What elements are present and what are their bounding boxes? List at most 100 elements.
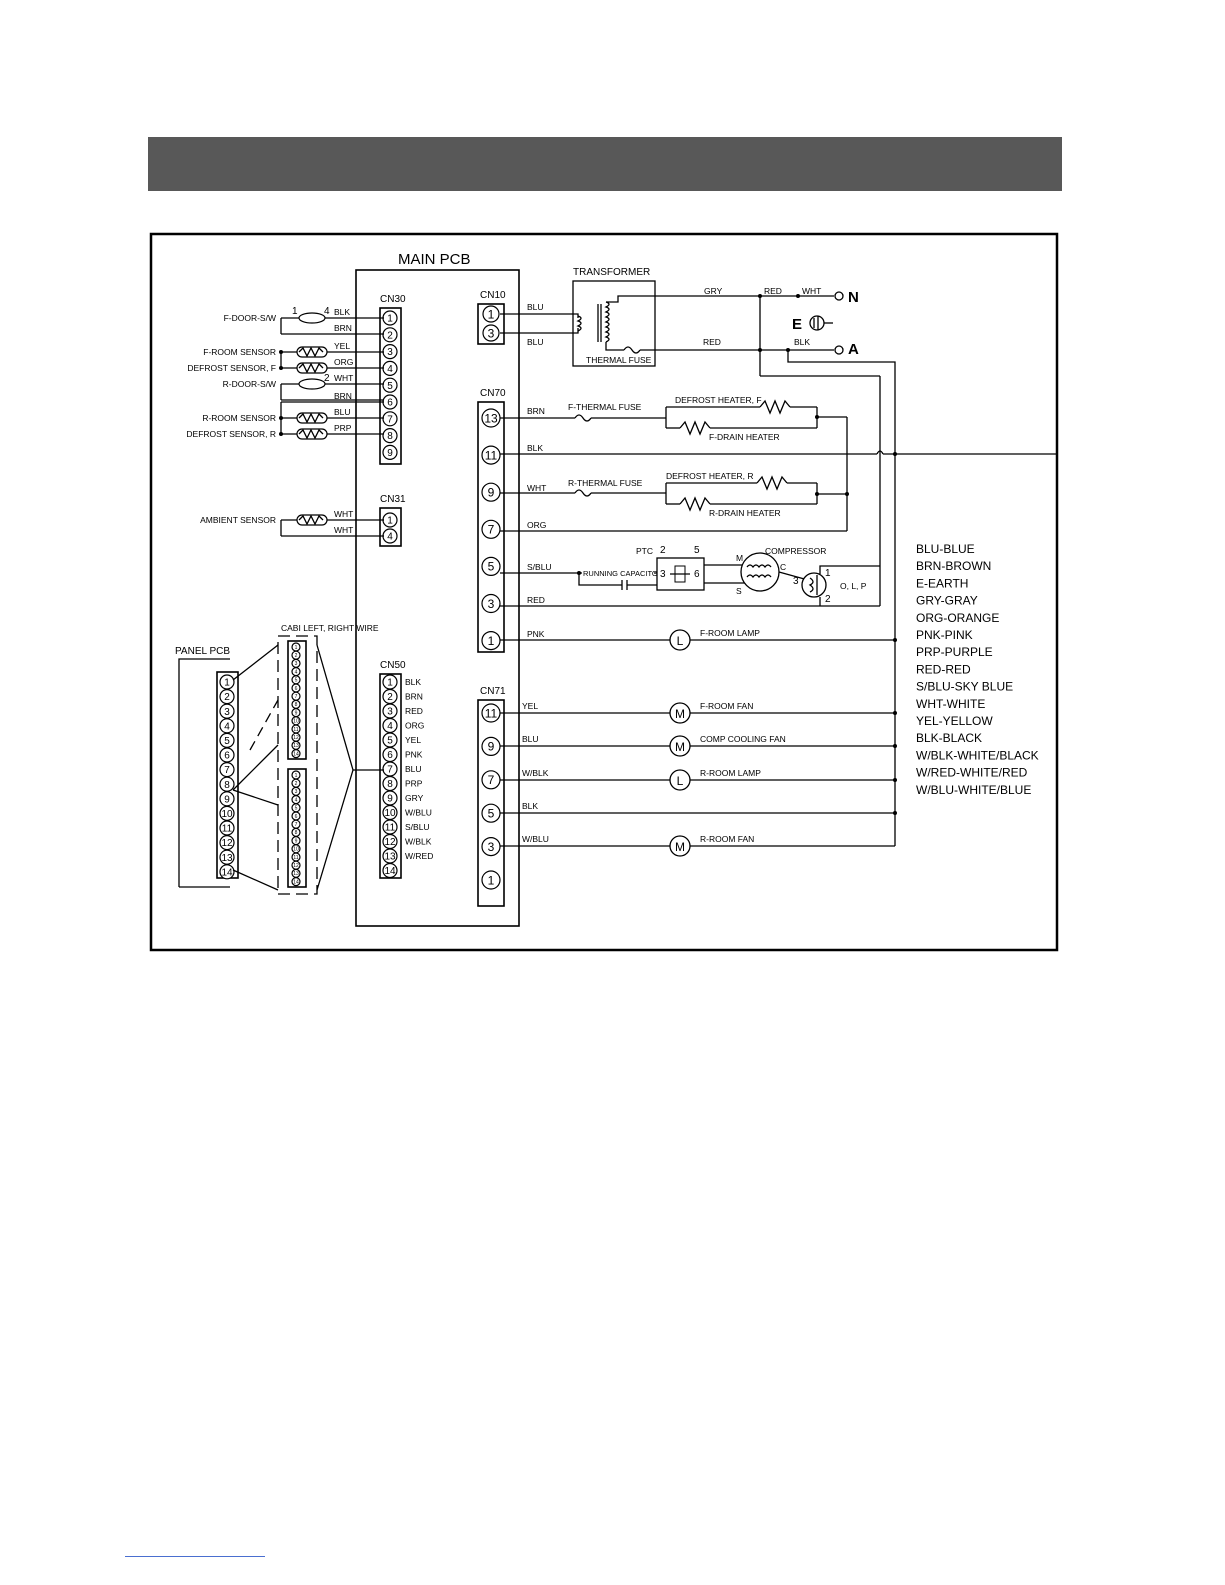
cn70-circuits: [500, 399, 1057, 642]
cabi-top-pin-number: 4: [295, 669, 298, 675]
panel-pin-number: 10: [221, 809, 233, 820]
compressor-c: C: [780, 562, 786, 572]
cn30-pin-number: 7: [387, 414, 393, 425]
cn30-pin-number: 1: [387, 314, 393, 325]
cabi-top-pin-number: 5: [295, 678, 298, 684]
f-door-pin-1: 1: [292, 306, 298, 317]
cn30-components: [279, 312, 328, 440]
comp-cooling-fan-symbol: M: [675, 740, 685, 754]
cn50-pin-number: 2: [387, 692, 393, 703]
panel-pin-number: 6: [224, 751, 230, 762]
legend-item: W/RED-WHITE/RED: [916, 766, 1028, 780]
cn70-pin-number: 7: [488, 523, 495, 537]
f-door-pin-4: 4: [324, 306, 330, 317]
panel-pin-circle: [219, 864, 235, 880]
panel-pin-number: 14: [221, 867, 233, 878]
cn71-wire-label: W/BLK: [522, 768, 549, 778]
ptc-pin-3: 3: [660, 569, 666, 580]
f-room-fan-icon: M: [669, 702, 691, 724]
r-drain-heater-label: R-DRAIN HEATER: [709, 508, 781, 518]
f-room-fan-label: F-ROOM FAN: [700, 701, 753, 711]
cn71-wire-label: BLU: [522, 734, 539, 744]
cabi-top-pin-number: 6: [295, 686, 298, 692]
cn50-wire-label: W/RED: [405, 851, 433, 861]
cn71-circuits: [500, 711, 897, 847]
compressor-label: COMPRESSOR: [765, 546, 826, 556]
terminal-e: E: [792, 316, 802, 333]
cabi-bottom-pin-number: 10: [293, 847, 299, 853]
defrost-heater-f-label: DEFROST HEATER, F: [675, 395, 762, 405]
r-room-sensor-icon: [296, 412, 328, 424]
cn50-pin-number: 10: [384, 808, 396, 819]
r-room-lamp-symbol: L: [677, 774, 684, 788]
defrost-heater-r-label: DEFROST HEATER, R: [666, 471, 754, 481]
cn30-wire-labels: BLK BRN YEL ORG WHT BRN BLU PRP: [334, 307, 353, 433]
cabi-bottom-pin-number: 8: [295, 830, 298, 836]
cabi-bottom-pin-number: 6: [295, 814, 298, 820]
cn50-wire-label: BRN: [405, 692, 423, 702]
f-room-sensor-icon: [296, 346, 328, 358]
compressor-icon: [740, 552, 780, 592]
panel-pin-number: 4: [224, 721, 230, 732]
cabi-bottom-pin-number: 12: [293, 863, 299, 869]
cn31-label: CN31: [380, 494, 406, 505]
cabi-top-pin-number: 13: [293, 743, 299, 749]
cn50-pin-number: 13: [384, 852, 396, 863]
cn71-pin-number: 5: [488, 807, 495, 821]
cn70-wire-label: PNK: [527, 629, 545, 639]
cn50-pin-number: 4: [387, 721, 393, 732]
svg-text:BRN: BRN: [334, 391, 352, 401]
cn71-pin-number: 1: [488, 873, 495, 887]
cn31-pin-group: 14: [382, 512, 398, 544]
cn31-pin-number: 4: [387, 532, 393, 543]
svg-text:BRN: BRN: [334, 323, 352, 333]
cn30-pin-number: 2: [387, 330, 393, 341]
olp-pin-2: 2: [825, 594, 831, 605]
f-room-lamp-label: F-ROOM LAMP: [700, 628, 760, 638]
cabi-bottom-pin-circle: [291, 876, 301, 887]
cabi-wire-box: [277, 635, 318, 895]
cn70-pin-number: 11: [485, 448, 498, 462]
cabi-bottom-pin-number: 11: [293, 855, 298, 861]
r-door-pin-2: 2: [324, 373, 330, 384]
r-room-sensor-label: R-ROOM SENSOR: [202, 413, 276, 423]
svg-text:BLK: BLK: [334, 307, 350, 317]
legend-item: WHT-WHITE: [916, 697, 985, 711]
cn50-pin-number: 6: [387, 750, 393, 761]
wire-wht: WHT: [802, 286, 821, 296]
cn71-pin-number: 3: [488, 840, 495, 854]
cn50-wire-label: RED: [405, 706, 423, 716]
cn71-label: CN71: [480, 686, 506, 697]
cn10-label: CN10: [480, 290, 506, 301]
legend-item: S/BLU-SKY BLUE: [916, 680, 1013, 694]
cn71-pin-number: 7: [488, 773, 495, 787]
cn30-pin-number: 8: [387, 431, 393, 442]
f-drain-heater-label: F-DRAIN HEATER: [709, 432, 780, 442]
transformer-icon: [576, 295, 760, 354]
svg-text:ORG: ORG: [334, 357, 353, 367]
cn71-pin-circle: [481, 870, 501, 890]
cn70-wire-label: BRN: [527, 406, 545, 416]
cn70-wire-label: ORG: [527, 520, 546, 530]
legend-item: W/BLK-WHITE/BLACK: [916, 748, 1039, 762]
r-room-lamp-icon: L: [669, 769, 691, 791]
panel-pin-number: 11: [222, 824, 233, 835]
f-door-switch-label: F-DOOR-S/W: [224, 313, 276, 323]
panel-pin-circle: [219, 761, 235, 778]
cn70-wire-label: S/BLU: [527, 562, 552, 572]
ptc-label: PTC: [636, 546, 653, 556]
main-pcb-box: [355, 269, 520, 927]
cn30-label: CN30: [380, 294, 406, 305]
comp-cooling-fan-icon: M: [669, 735, 691, 757]
cn31-wire-2: WHT: [334, 525, 353, 535]
cn50-pin-number: 1: [387, 678, 393, 689]
cn50-pin-number: 12: [384, 837, 396, 848]
terminal-n: N: [848, 289, 859, 306]
panel-pin-number: 5: [224, 736, 230, 747]
cn10-pin-number: 3: [488, 326, 495, 340]
